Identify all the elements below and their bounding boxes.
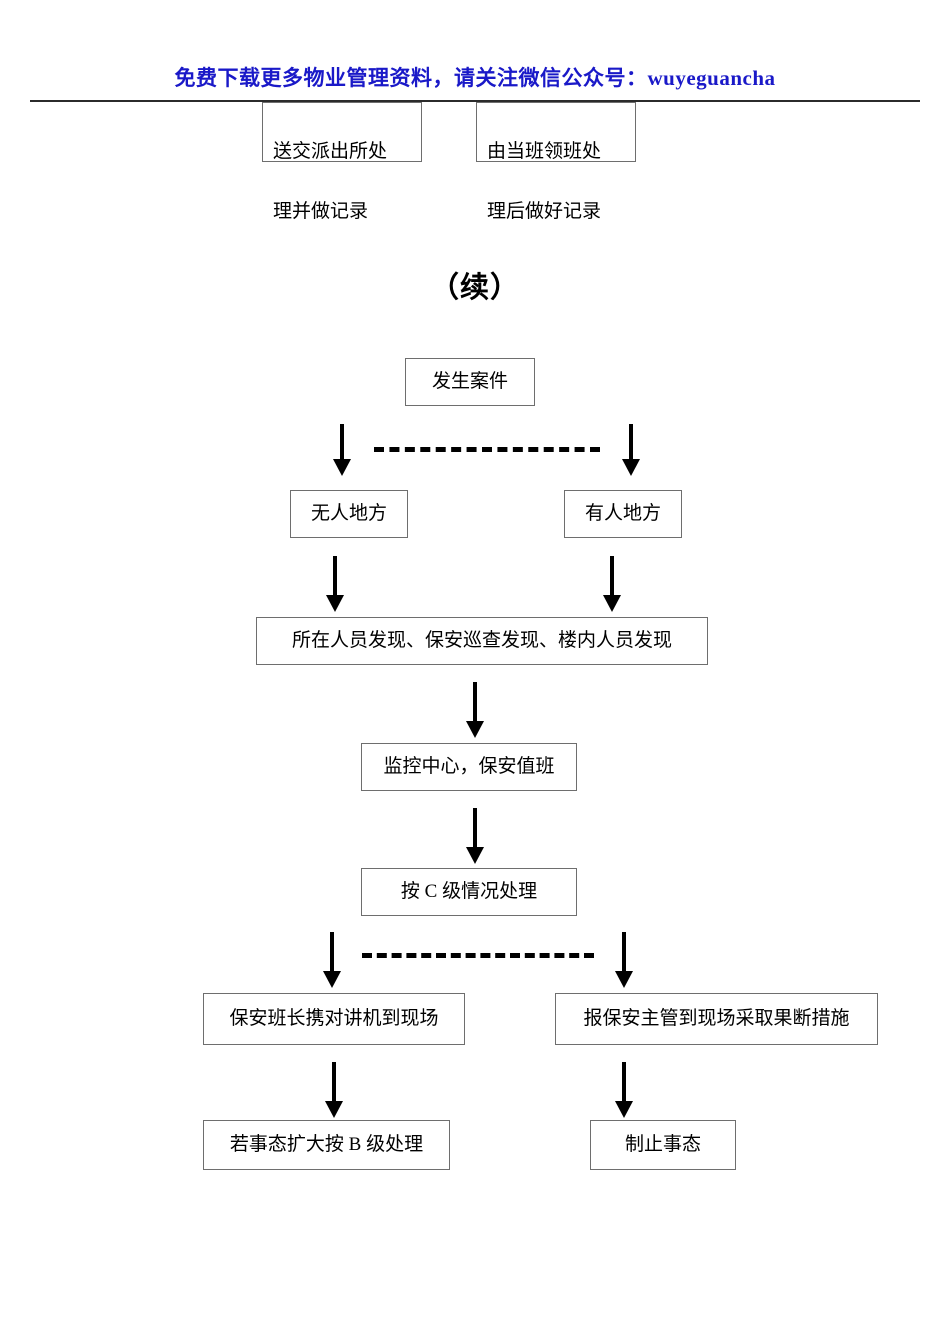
flow-box-send-police-station: 送交派出所处 理并做记录 [262,102,422,222]
flow-arrow-discovery-to-monitor [464,682,486,738]
flow-dashed-connector-branch-2 [362,953,594,958]
flow-arrow-report-supervisor-to-stop-event [613,1062,635,1118]
flow-arrow-level-c-to-guard-leader [321,932,343,988]
flow-node-has-person-area: 有人地方 [564,490,682,538]
flow-node-no-person-area: 无人地方 [290,490,408,538]
flow-box-line-1: 送交派出所处 [273,141,388,162]
flow-box-line-1: 由当班领班处 [487,141,602,162]
flow-node-start: 发生案件 [405,358,535,406]
flow-arrow-level-c-to-report-supervisor [613,932,635,988]
promo-header-text: 免费下载更多物业管理资料，请关注微信公众号：wuyeguancha [174,66,776,90]
flow-node-escalate-level-b: 若事态扩大按 B 级处理 [203,1120,450,1170]
flow-node-discovery-channels: 所在人员发现、保安巡查发现、楼内人员发现 [256,617,708,665]
flow-node-guard-leader-onsite: 保安班长携对讲机到现场 [203,993,465,1045]
flow-arrow-guard-leader-to-escalate [323,1062,345,1118]
flow-box-line-2: 理后做好记录 [487,201,602,222]
flow-arrow-start-to-has-person [620,424,642,476]
flow-node-report-supervisor: 报保安主管到现场采取果断措施 [555,993,878,1045]
flow-box-shift-leader-record: 由当班领班处 理后做好记录 [476,102,636,222]
flow-arrow-has-person-to-discovery [601,556,623,612]
section-title-continued: （续） [429,272,520,304]
flow-arrow-no-person-to-discovery [324,556,346,612]
flow-box-line-2: 理并做记录 [273,201,369,222]
flow-dashed-connector-branch-1 [374,447,600,452]
flow-node-monitoring-center: 监控中心，保安值班 [361,743,577,791]
flow-node-handle-level-c: 按 C 级情况处理 [361,868,577,916]
flow-arrow-start-to-no-person [331,424,353,476]
flow-node-stop-event: 制止事态 [590,1120,736,1170]
flow-arrow-monitor-to-level-c [464,808,486,864]
header-divider-rule [30,100,920,102]
